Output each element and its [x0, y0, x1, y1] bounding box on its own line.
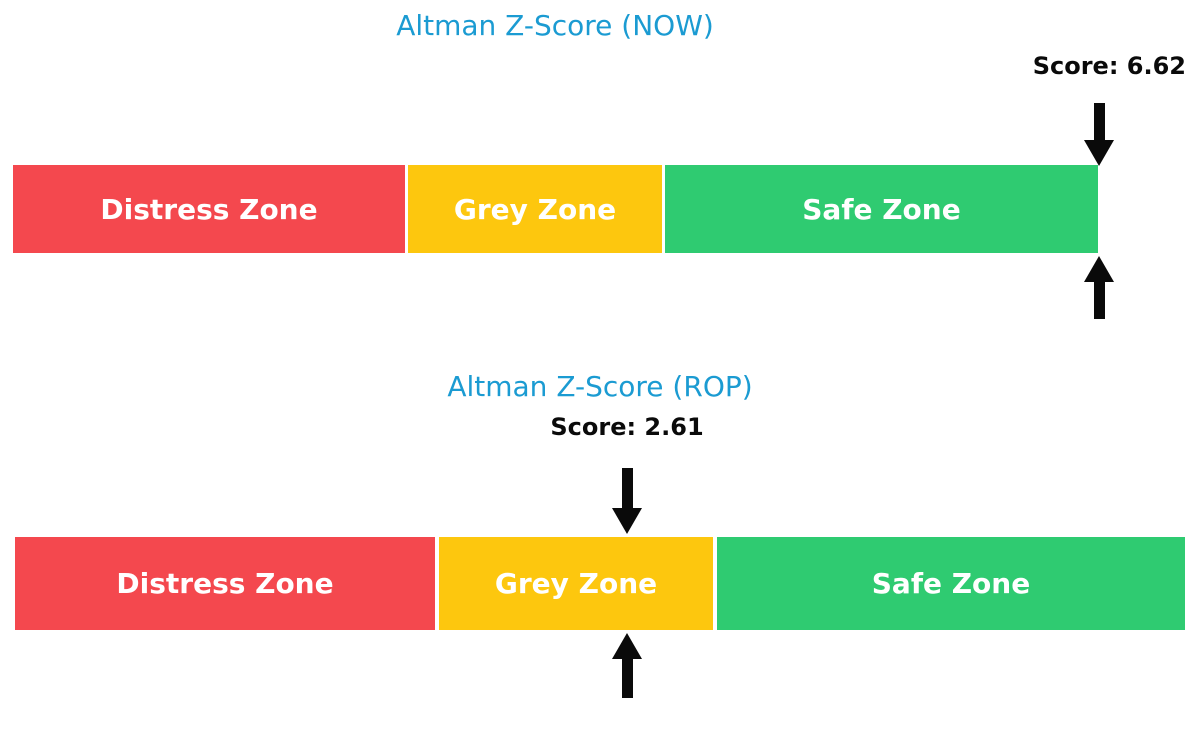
chart-rop-zone-safe: Safe Zone [717, 537, 1185, 630]
zone-label: Grey Zone [453, 192, 617, 226]
arrow-stem [1093, 103, 1105, 140]
arrow-stem [1093, 282, 1105, 319]
chart-now-score-label: Score: 6.62 [1032, 52, 1186, 80]
arrow-head-up [612, 633, 642, 659]
chart-rop-zone-distress: Distress Zone [15, 537, 435, 630]
arrow-head-down [1084, 140, 1114, 166]
zone-label: Grey Zone [494, 567, 658, 600]
zone-label: Distress Zone [116, 567, 334, 600]
arrow-head-up [1084, 256, 1114, 282]
chart-now-title: Altman Z-Score (NOW) [396, 9, 714, 42]
zone-label: Safe Zone [802, 192, 961, 226]
zone-label: Safe Zone [871, 567, 1031, 600]
chart-now-zone-safe: Safe Zone [665, 165, 1098, 253]
chart-now-score-arrow-down-icon [1084, 103, 1114, 166]
arrow-stem [621, 659, 633, 698]
chart-now-zone-distress: Distress Zone [13, 165, 405, 253]
chart-rop-title: Altman Z-Score (ROP) [447, 370, 753, 403]
arrow-stem [621, 468, 633, 508]
chart-now-zone-grey: Grey Zone [408, 165, 662, 253]
chart-rop-score-label: Score: 2.61 [550, 413, 704, 441]
chart-rop-score-arrow-up-icon [612, 633, 642, 698]
chart-now-score-arrow-up-icon [1084, 256, 1114, 319]
chart-rop-score-arrow-down-icon [612, 468, 642, 534]
chart-rop-zone-grey: Grey Zone [439, 537, 713, 630]
arrow-head-down [612, 508, 642, 534]
zone-label: Distress Zone [100, 192, 318, 226]
